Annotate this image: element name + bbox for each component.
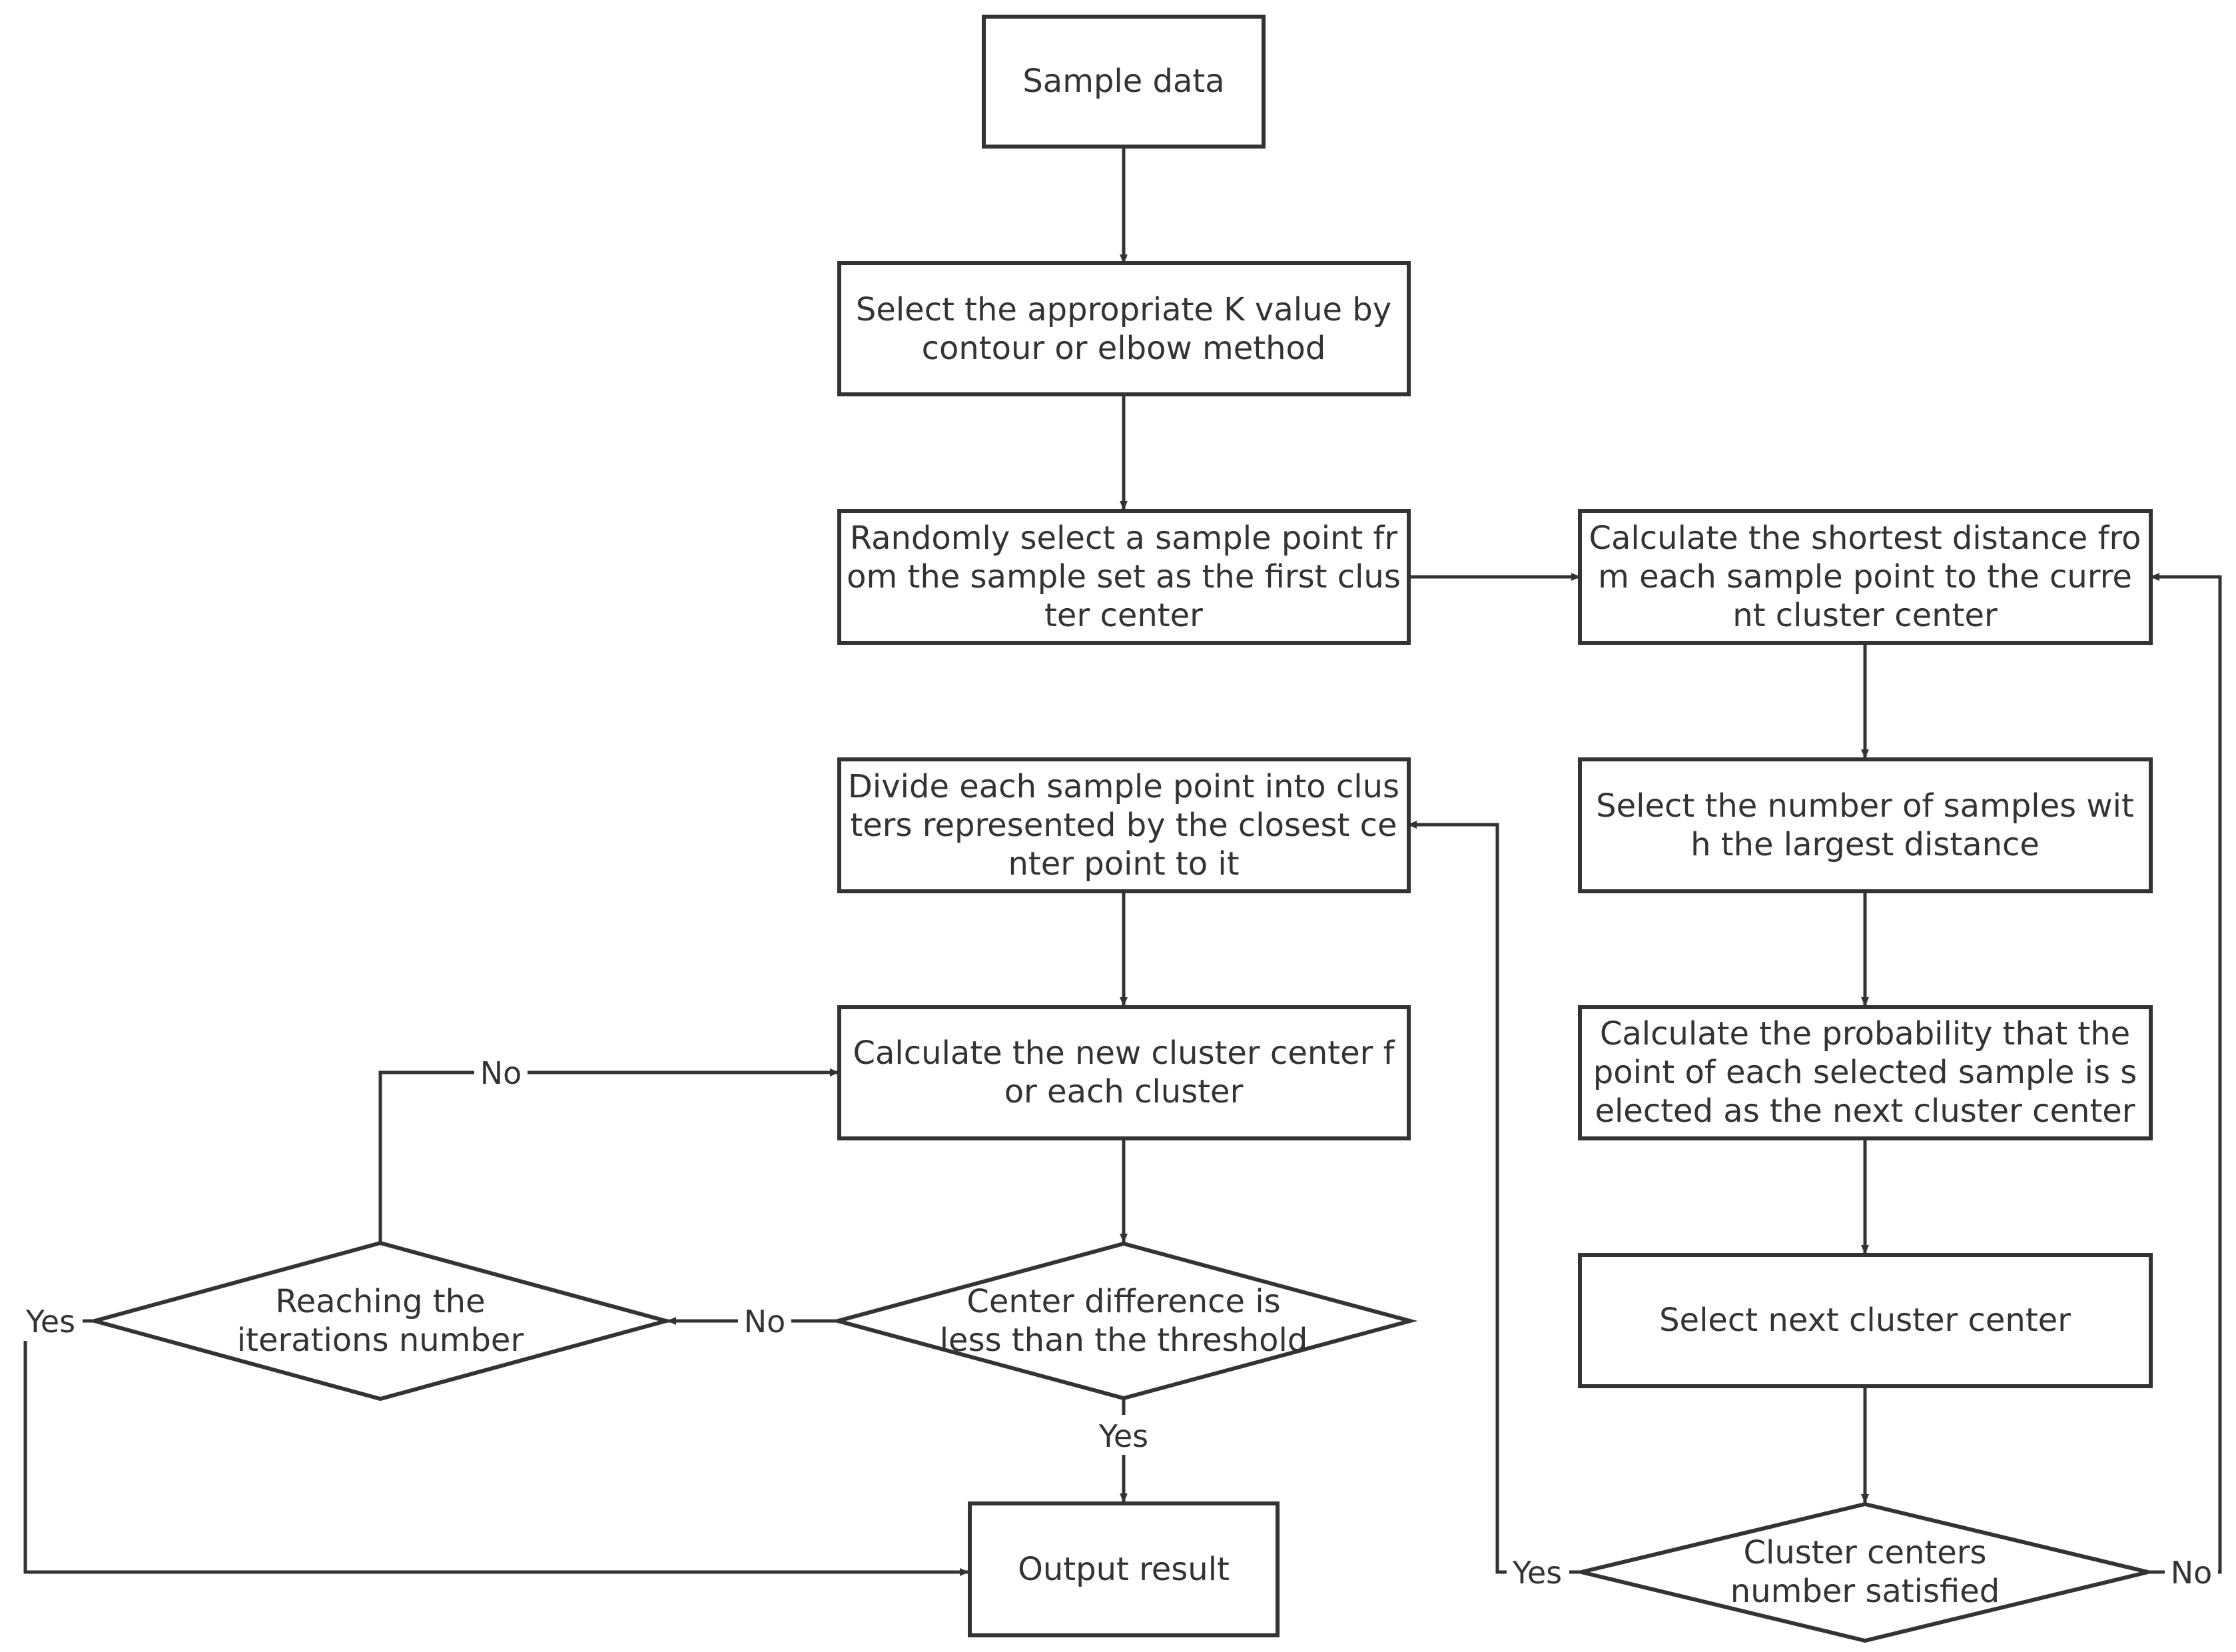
node-text-line: om the sample set as the first clus [847, 558, 1401, 596]
edge-label-satisfied-no: No [2171, 1555, 2213, 1591]
node-text-line: Calculate the new cluster center f [853, 1034, 1395, 1072]
node-text-line: Cluster centers [1743, 1534, 1986, 1571]
node-text-line: Reaching the [275, 1283, 485, 1320]
node-text-line: contour or elbow method [922, 330, 1326, 367]
edge-satisfied-no-loop [2148, 573, 2222, 1574]
edge-label-satisfied-yes: Yes [1512, 1555, 1562, 1591]
node-text-line: nt cluster center [1732, 597, 1998, 634]
node-text-line: Calculate the shortest distance fro [1589, 520, 2141, 557]
node-text-line: Select the appropriate K value by [856, 291, 1391, 328]
edge-label-difference-yes: Yes [1098, 1418, 1148, 1454]
node-sample-data: Sample data [982, 15, 1266, 149]
node-text-line: ter center [1044, 597, 1203, 634]
node-select-next-center: Select next cluster center [1578, 1253, 2153, 1388]
node-text-line: or each cluster [1004, 1073, 1244, 1110]
edge-label-iterations-no: No [480, 1055, 522, 1091]
node-text-line: point of each selected sample is s [1593, 1054, 2137, 1091]
svg-text:Output result: Output result [1018, 1551, 1230, 1588]
svg-text:Calculate the new cluster cent: Calculate the new cluster center for eac… [853, 1034, 1395, 1110]
node-text-line: Calculate the probability that the [1600, 1015, 2130, 1052]
edge-satisfied-yes-to-divide [1407, 821, 1581, 1574]
node-text-line: ters represented by the closest ce [850, 807, 1397, 844]
node-text-line: Output result [1018, 1551, 1230, 1588]
edge-label-difference-no: No [744, 1304, 786, 1340]
svg-text:Select next cluster center: Select next cluster center [1659, 1302, 2071, 1339]
node-text-line: m each sample point to the curre [1598, 558, 2132, 596]
node-text-line: iterations number [237, 1322, 524, 1359]
node-text-line: less than the threshold [940, 1322, 1308, 1359]
node-text-line: Divide each sample point into clus [848, 768, 1399, 805]
node-text-line: Center difference is [966, 1283, 1280, 1320]
node-text-line: h the largest distance [1690, 826, 2040, 863]
edge-label-iterations-yes: Yes [25, 1304, 75, 1340]
edge-reaching-no-to-calcnew [378, 1068, 839, 1242]
node-text-line: Select the number of samples wit [1596, 787, 2134, 825]
node-text-line: number satisfied [1730, 1573, 2000, 1610]
svg-text:Select the appropriate K value: Select the appropriate K value bycontour… [856, 291, 1391, 367]
svg-text:Calculate the probability that: Calculate the probability that thepoint … [1593, 1015, 2137, 1130]
node-text-line: elected as the next cluster center [1595, 1092, 2135, 1130]
svg-text:Sample data: Sample data [1022, 63, 1224, 100]
node-text-line: Sample data [1022, 63, 1224, 100]
node-text-line: nter point to it [1008, 845, 1239, 883]
node-output-result: Output result [968, 1501, 1280, 1637]
node-text-line: Select next cluster center [1659, 1302, 2071, 1339]
node-text-line: Randomly select a sample point fr [850, 520, 1398, 557]
